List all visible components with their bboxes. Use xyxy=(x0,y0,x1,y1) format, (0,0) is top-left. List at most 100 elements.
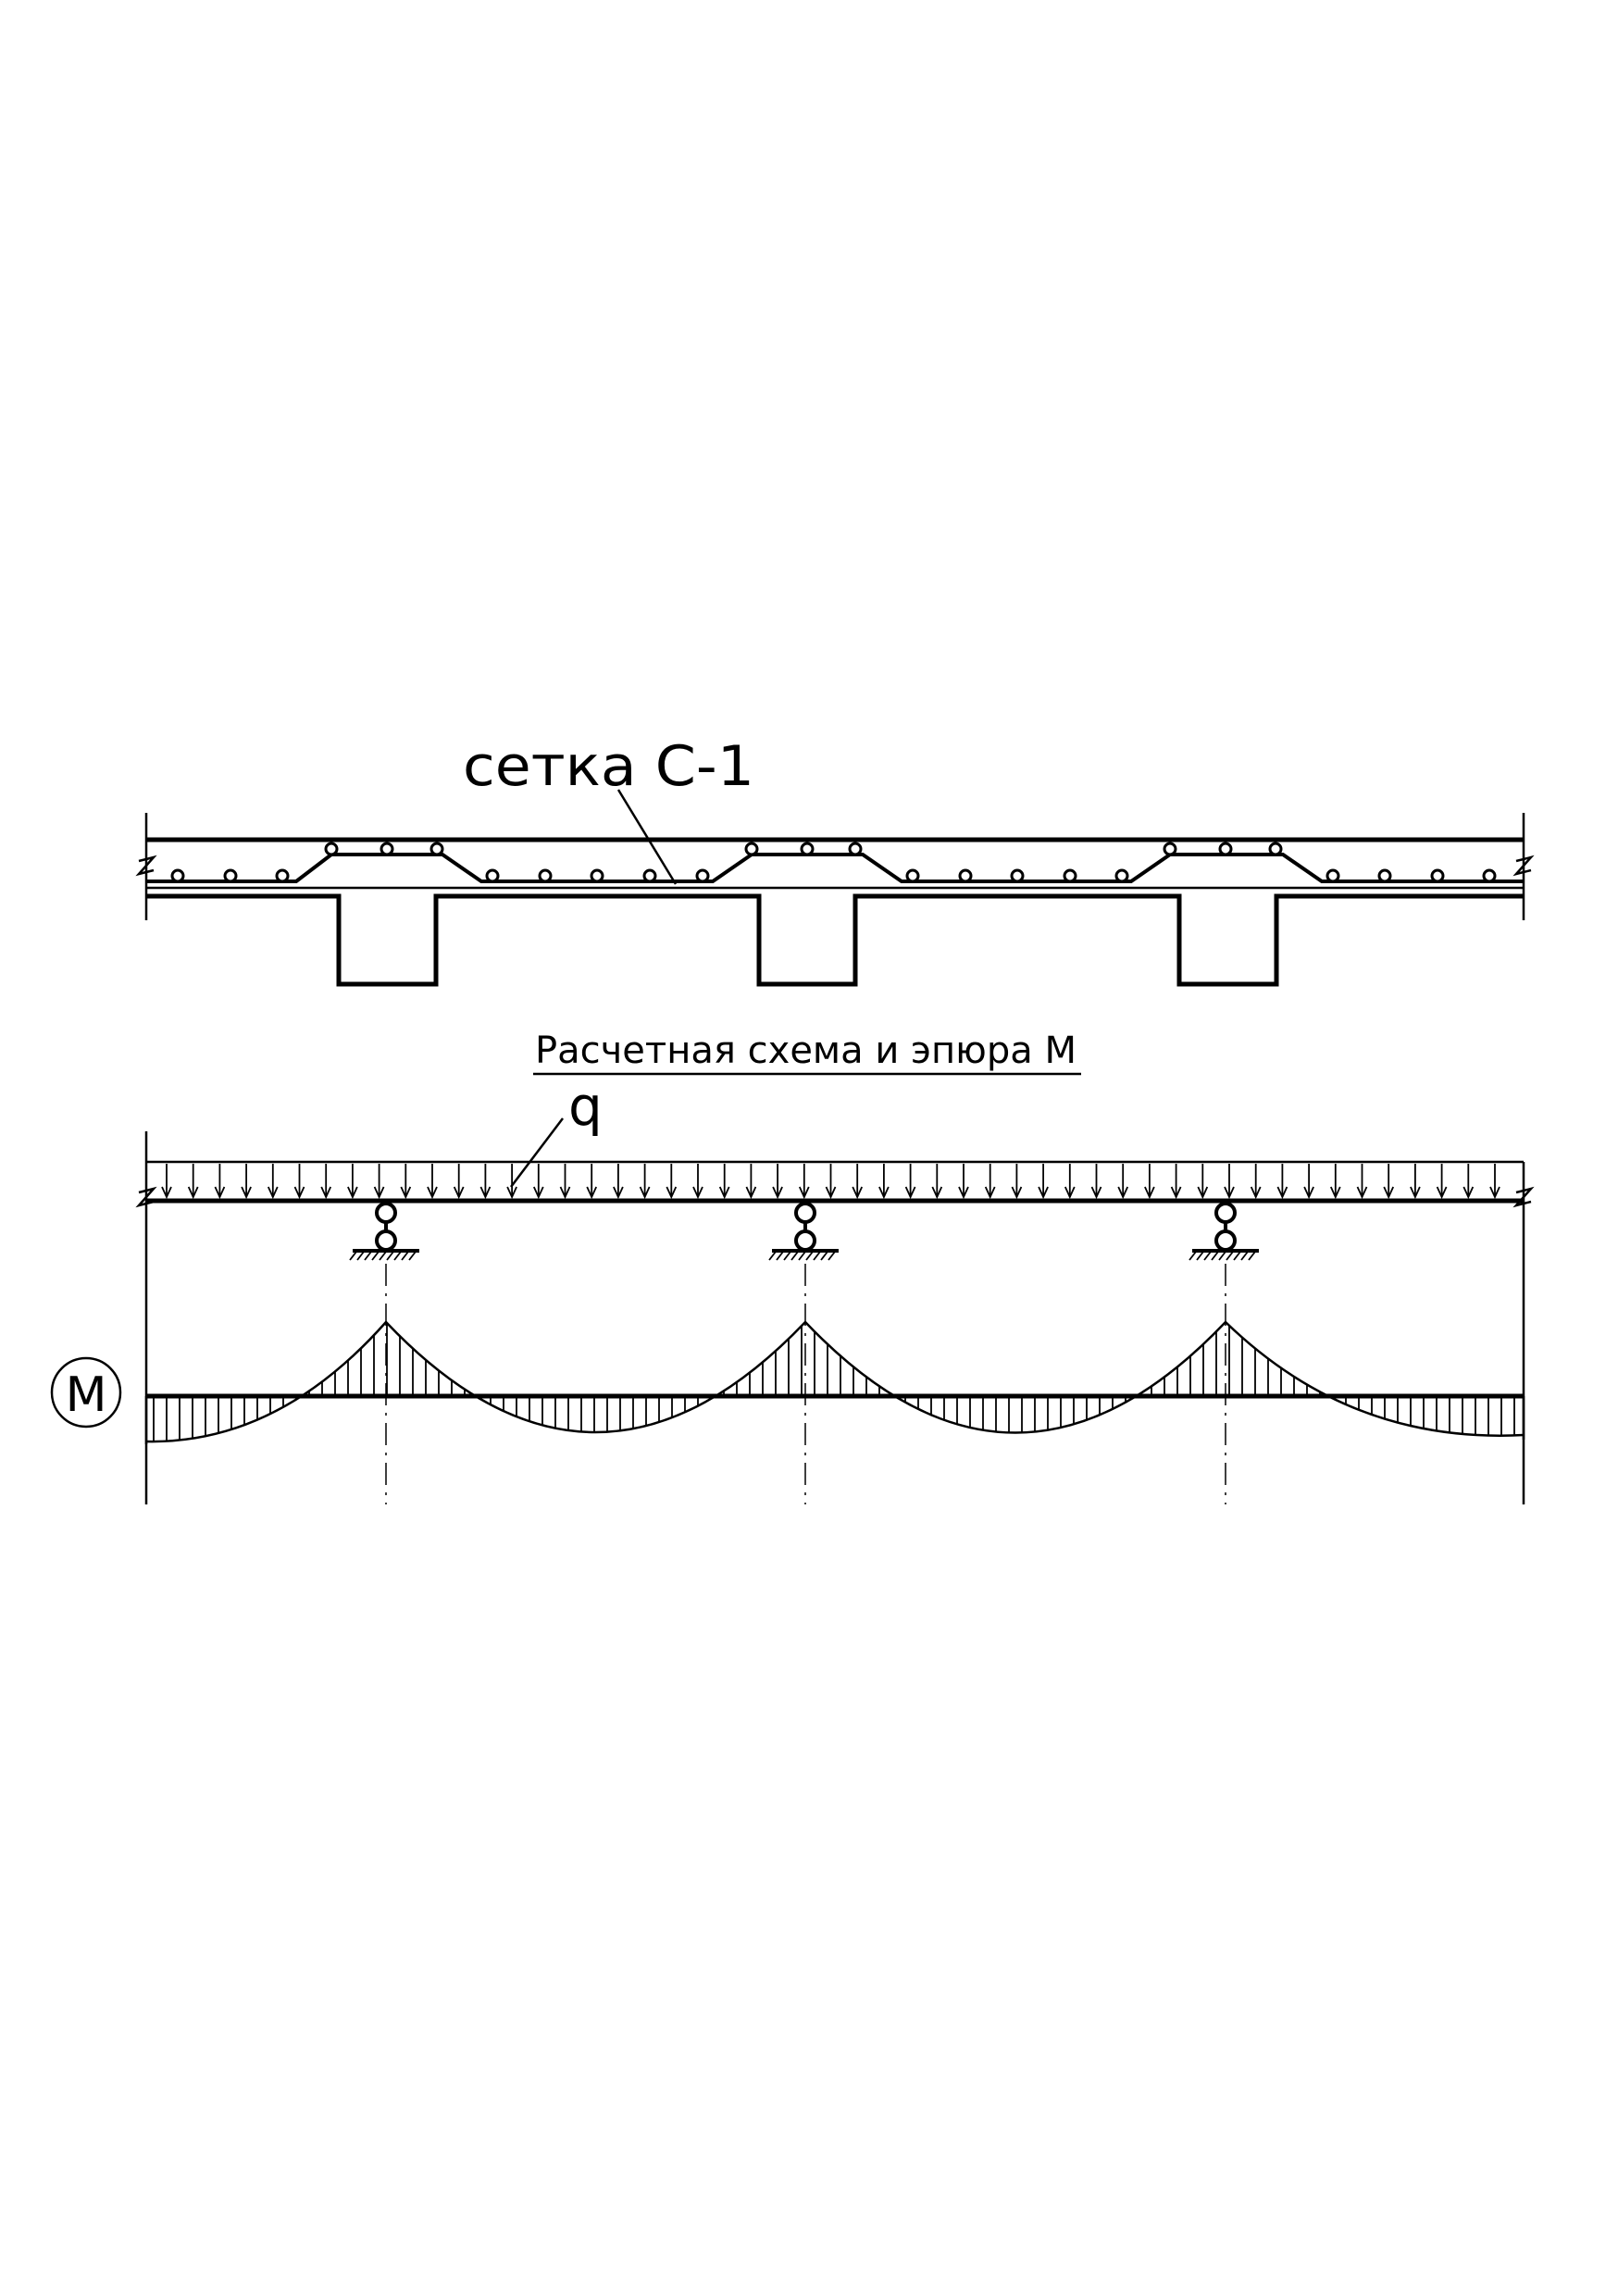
load-arrow xyxy=(373,1164,385,1200)
load-arrow xyxy=(479,1164,492,1200)
load-arrow xyxy=(1090,1164,1102,1200)
slab-section xyxy=(135,789,1535,987)
rebar-dot xyxy=(800,842,815,856)
rebar-dot xyxy=(1163,842,1177,856)
supports xyxy=(349,1202,1259,1504)
scheme-title: Расчетная схема и эпюра М xyxy=(535,1029,1077,1072)
rebar-dot xyxy=(538,868,553,883)
load-arrow xyxy=(267,1164,279,1200)
rebar-dot xyxy=(429,842,444,856)
rebar-dot xyxy=(1326,868,1340,883)
roller-support xyxy=(349,1202,419,1504)
load-leader-line xyxy=(510,1117,564,1188)
mesh-leader-line xyxy=(616,789,678,885)
load-arrow xyxy=(1197,1164,1209,1200)
load-arrow xyxy=(639,1164,651,1200)
load-arrow xyxy=(984,1164,996,1200)
load-arrow xyxy=(506,1164,517,1200)
load-arrow xyxy=(666,1164,678,1200)
load-arrow xyxy=(1462,1164,1475,1200)
load-arrow xyxy=(931,1164,943,1200)
rebar-mesh xyxy=(146,842,1524,890)
load-arrow xyxy=(904,1164,916,1200)
rebar-dot xyxy=(380,842,394,856)
mesh-label: сетка С-1 xyxy=(463,734,754,799)
load-arrow xyxy=(400,1164,412,1200)
load-arrow xyxy=(1329,1164,1341,1200)
roller-support xyxy=(768,1202,839,1504)
slab-bottom-contour xyxy=(146,893,1524,987)
load-arrow xyxy=(798,1164,810,1200)
rebar-dot xyxy=(1268,842,1283,856)
load-arrow xyxy=(1144,1164,1155,1200)
rebar-dot xyxy=(1114,868,1129,883)
load-arrow xyxy=(1410,1164,1421,1200)
load-arrow xyxy=(1224,1164,1235,1200)
rebar-dot xyxy=(275,868,290,883)
load-arrow xyxy=(1250,1164,1262,1200)
load-arrow xyxy=(958,1164,969,1200)
load-arrow xyxy=(427,1164,438,1200)
rebar-dot xyxy=(905,868,920,883)
left-break-line xyxy=(135,813,157,920)
load-arrow xyxy=(1011,1164,1023,1200)
moment-diagram xyxy=(50,1320,1525,1444)
load-arrow xyxy=(692,1164,703,1200)
mesh-bar xyxy=(146,853,1524,883)
load-arrow xyxy=(718,1164,730,1200)
design-scheme xyxy=(135,1117,1535,1504)
beam-break-right xyxy=(1512,1186,1535,1208)
load-arrow xyxy=(293,1164,305,1200)
load-arrow xyxy=(453,1164,465,1200)
rebar-dot xyxy=(848,842,863,856)
moment-marker-circle xyxy=(50,1356,122,1429)
beam-break-left xyxy=(135,1186,157,1208)
rebar-dot xyxy=(170,868,185,883)
moment-hatching xyxy=(153,1323,1515,1442)
load-arrow xyxy=(852,1164,864,1200)
load-arrow xyxy=(772,1164,783,1200)
load-arrow xyxy=(1038,1164,1049,1200)
rebar-dot xyxy=(1482,868,1497,883)
rebar-dot xyxy=(1010,868,1025,883)
load-arrow xyxy=(320,1164,332,1200)
rebar-dot xyxy=(1063,868,1077,883)
rebar-dot xyxy=(1430,868,1445,883)
load-arrow xyxy=(613,1164,624,1200)
load-arrow xyxy=(586,1164,598,1200)
load-arrow xyxy=(532,1164,544,1200)
rebar-dot xyxy=(590,868,604,883)
right-break-line xyxy=(1512,813,1535,920)
load-arrow xyxy=(825,1164,837,1200)
load-arrow xyxy=(241,1164,252,1200)
load-arrow xyxy=(1117,1164,1129,1200)
load-arrow xyxy=(1276,1164,1288,1200)
load-arrow xyxy=(161,1164,172,1200)
rebar-dot xyxy=(324,842,339,856)
load-arrow xyxy=(878,1164,890,1200)
load-arrow xyxy=(1383,1164,1395,1200)
rebar-dot xyxy=(223,868,238,883)
load-arrow xyxy=(214,1164,226,1200)
load-arrow xyxy=(1170,1164,1182,1200)
rebar-dot xyxy=(642,868,657,883)
rebar-dot xyxy=(695,868,710,883)
load-arrow xyxy=(187,1164,199,1200)
load-arrow xyxy=(1489,1164,1500,1200)
load-arrow xyxy=(1064,1164,1076,1200)
rebar-dot xyxy=(485,868,500,883)
load-arrows xyxy=(161,1164,1500,1200)
rebar-dot xyxy=(744,842,759,856)
rebar-dot xyxy=(1218,842,1233,856)
load-arrow xyxy=(1303,1164,1314,1200)
moment-marker-label: М xyxy=(66,1367,107,1423)
load-arrow xyxy=(1436,1164,1448,1200)
load-arrow xyxy=(347,1164,358,1200)
roller-support xyxy=(1189,1202,1259,1504)
moment-curve xyxy=(145,1320,1525,1443)
load-arrow xyxy=(745,1164,757,1200)
load-label: q xyxy=(568,1075,603,1138)
load-arrow xyxy=(1356,1164,1368,1200)
load-arrow xyxy=(559,1164,571,1200)
